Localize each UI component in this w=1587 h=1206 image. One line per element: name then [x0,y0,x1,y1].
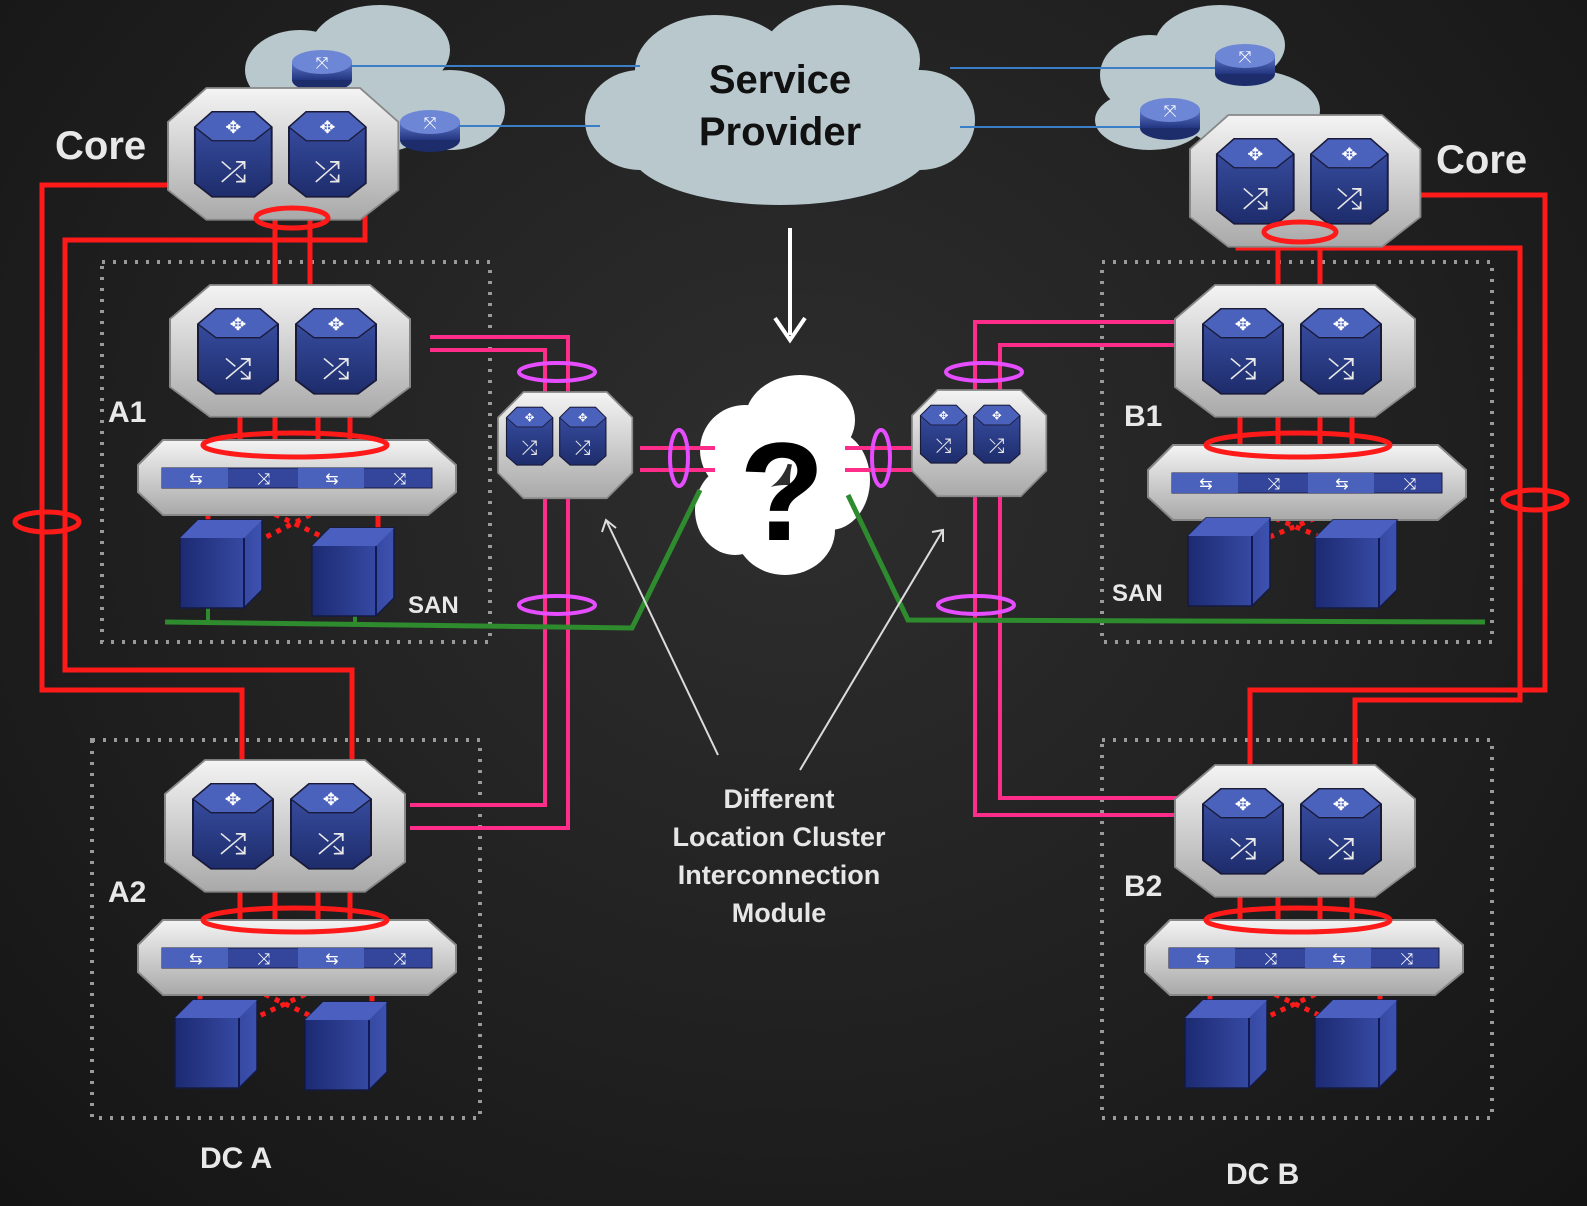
server-icon [311,527,395,617]
dc-a-label: DC A [200,1142,273,1175]
router-icon [1215,44,1275,86]
service-provider-label: Service Provider [660,54,900,158]
question-cloud: ? [695,375,870,575]
service-provider-line1: Service [708,58,852,102]
san-link-right [845,493,1486,625]
aggregation-switch-icon [170,285,410,417]
note-line1: Different [723,784,835,814]
core-switch-icon [168,88,398,220]
question-mark: ? [739,413,825,570]
zone-a2 [90,738,482,1120]
note-line2: Location Cluster [672,822,886,852]
lag-magenta-rings [517,361,1024,616]
b1-label: B1 [1124,400,1163,433]
arrow-down-icon [773,228,807,344]
links-pink-right [845,320,1178,817]
server-icon [1314,999,1398,1089]
a2-label: A2 [108,876,147,909]
san-left-label: SAN [408,592,459,619]
interconnect-switch-icon [498,392,632,498]
pointer-lines [601,518,944,771]
interconnect-switch-icon [912,390,1046,496]
note-line4: Module [731,898,827,928]
router-icon [400,110,460,152]
aggregation-switch-icon [165,760,405,892]
interconnection-module-note: Different Location Cluster Interconnecti… [619,780,939,932]
service-provider-line2: Provider [698,110,862,154]
aggregation-switch-icon [1175,285,1415,417]
server-icon [304,1001,388,1091]
server-icon [1314,519,1398,609]
server-icon [174,999,258,1089]
server-icon [1184,999,1268,1089]
access-switch-icon [137,439,457,516]
b2-label: B2 [1124,870,1163,903]
a1-label: A1 [108,396,147,429]
server-icon [179,519,263,609]
aggregation-switch-icon [1175,765,1415,897]
san-link-left [164,488,703,631]
cloud-icon [585,5,975,205]
links-pink-left [410,335,715,830]
router-icon [1140,98,1200,140]
core-right-label: Core [1436,138,1528,182]
note-line3: Interconnection [677,860,881,890]
core-left-label: Core [55,124,147,168]
dc-b-label: DC B [1226,1158,1300,1191]
lag-red-rings [12,205,1570,935]
router-icon [292,50,352,92]
san-right-label: SAN [1112,580,1163,607]
server-icon [1187,517,1271,607]
core-switch-icon [1190,115,1420,247]
